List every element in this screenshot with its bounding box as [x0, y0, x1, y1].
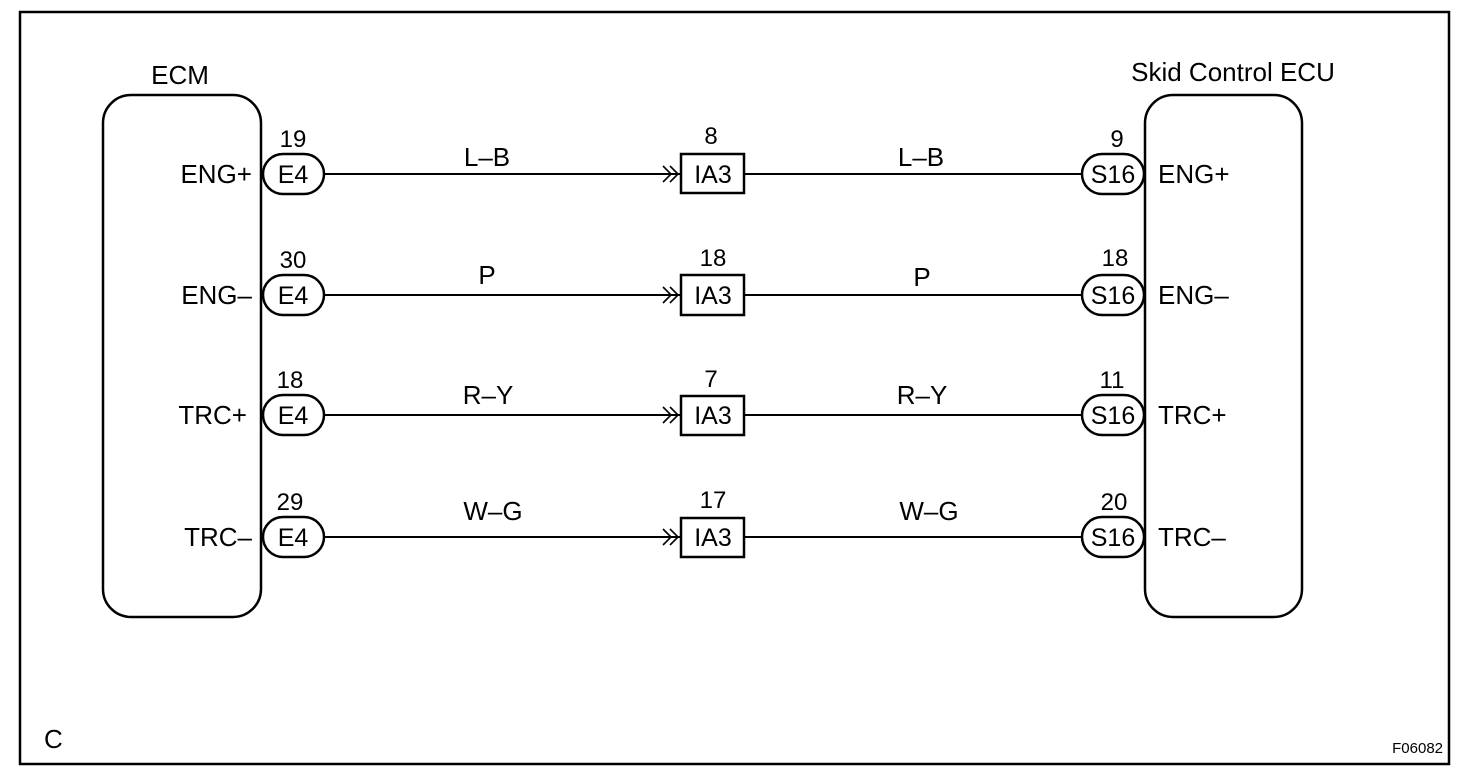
skid-connector-oval — [1080, 393, 1146, 437]
skid-terminal-label: TRC+ — [1158, 400, 1227, 430]
circuit-row-2: ENG– E4 30 P IA3 18 P S16 18 ENG– — [181, 245, 1229, 317]
ecm-terminal-label: TRC– — [184, 522, 252, 552]
junction-pin-number: 18 — [700, 245, 727, 272]
skid-connector-oval — [1080, 152, 1146, 196]
skid-pin-number: 18 — [1102, 245, 1129, 272]
junction-connector-label: IA3 — [694, 402, 732, 430]
wire-color-right: P — [913, 262, 930, 292]
skid-pin-number: 11 — [1100, 367, 1125, 394]
junction-pin-number: 7 — [704, 366, 717, 393]
skid-connector-oval — [1080, 273, 1146, 317]
skid-connector-label: S16 — [1091, 161, 1135, 189]
ecm-connector-oval — [261, 273, 326, 317]
ecm-pin-number: 30 — [280, 247, 307, 274]
skid-control-ecu-box — [1143, 93, 1304, 619]
ecm-pin-number: 18 — [277, 367, 304, 394]
junction-connector-label: IA3 — [694, 282, 732, 310]
wire-color-left: L–B — [464, 142, 510, 172]
skid-connector-label: S16 — [1091, 282, 1135, 310]
ecm-title: ECM — [151, 60, 209, 90]
ecm-connector-label: E4 — [278, 402, 309, 430]
junction-connector-label: IA3 — [694, 524, 732, 552]
junction-pin-number: 8 — [704, 123, 717, 150]
junction-arrow-icon — [662, 406, 680, 424]
circuit-row-4: TRC– E4 29 W–G IA3 17 W–G S16 20 TRC– — [184, 487, 1226, 559]
corner-label: C — [44, 724, 63, 754]
diagram-frame — [18, 10, 1451, 766]
junction-arrow-icon — [662, 286, 680, 304]
skid-control-ecu-title: Skid Control ECU — [1131, 57, 1335, 87]
junction-connector-box — [679, 394, 746, 437]
wire-color-left: P — [478, 260, 495, 290]
skid-terminal-label: ENG– — [1158, 280, 1229, 310]
wire-color-right: L–B — [898, 142, 944, 172]
skid-terminal-label: ENG+ — [1158, 159, 1230, 189]
wire-color-left: W–G — [463, 496, 522, 526]
skid-connector-oval — [1080, 515, 1146, 559]
circuit-row-3: TRC+ E4 18 R–Y IA3 7 R–Y S16 11 TRC+ — [178, 366, 1227, 437]
wire-color-right: R–Y — [897, 380, 948, 410]
junction-pin-number: 17 — [700, 487, 727, 514]
wire-color-left: R–Y — [463, 380, 514, 410]
circuit-row-1: ENG+ E4 19 L–B IA3 8 L–B S16 9 ENG+ — [180, 123, 1230, 196]
skid-connector-label: S16 — [1091, 402, 1135, 430]
ecm-pin-number: 29 — [277, 489, 304, 516]
skid-pin-number: 9 — [1110, 126, 1123, 153]
junction-arrow-icon — [662, 528, 680, 546]
ecm-box — [101, 93, 263, 619]
junction-connector-box — [679, 152, 746, 195]
junction-connector-box — [679, 516, 746, 559]
skid-connector-label: S16 — [1091, 524, 1135, 552]
junction-arrow-icon — [662, 165, 680, 183]
ecm-connector-oval — [261, 152, 326, 196]
ecm-connector-label: E4 — [278, 524, 309, 552]
ecm-connector-oval — [261, 393, 326, 437]
skid-pin-number: 20 — [1101, 489, 1128, 516]
junction-connector-label: IA3 — [694, 161, 732, 189]
wire-color-right: W–G — [899, 496, 958, 526]
skid-terminal-label: TRC– — [1158, 522, 1226, 552]
junction-connector-box — [679, 273, 746, 317]
figure-code: F06082 — [1392, 740, 1443, 757]
ecm-terminal-label: TRC+ — [178, 400, 247, 430]
ecm-connector-label: E4 — [278, 161, 309, 189]
ecm-terminal-label: ENG– — [181, 280, 252, 310]
ecm-connector-label: E4 — [278, 282, 309, 310]
ecm-connector-oval — [261, 515, 326, 559]
ecm-pin-number: 19 — [280, 126, 307, 153]
ecm-terminal-label: ENG+ — [180, 159, 252, 189]
